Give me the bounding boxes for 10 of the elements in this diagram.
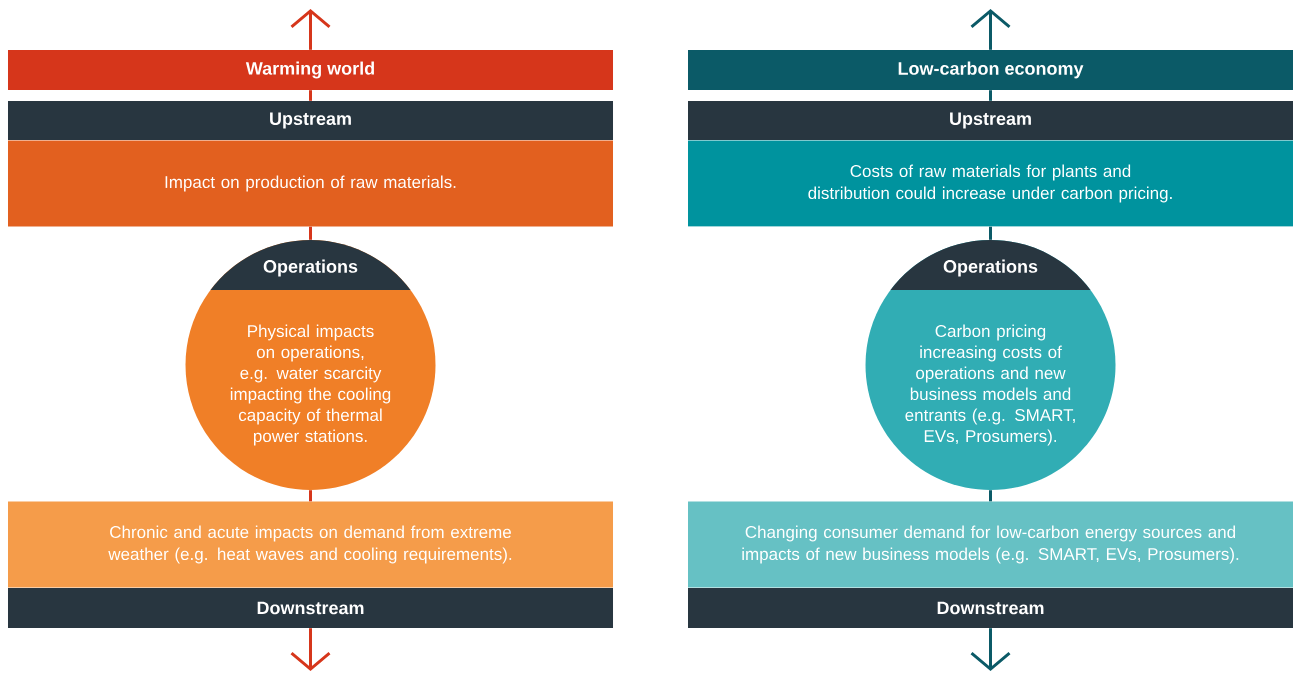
title-band: Low-carbon economy [688, 50, 1293, 90]
stage-box: Costs of raw materials for plants and distribution could increase under carbon pricing. [688, 140, 1293, 227]
stage-band: Upstream [8, 101, 613, 140]
stage-band: Downstream [8, 588, 613, 628]
stage-band: Downstream [688, 588, 1293, 628]
title-band: Warming world [8, 50, 613, 90]
stage-band: Upstream [688, 101, 1293, 140]
stage-box: Chronic and acute impacts on demand from extreme weather (e.g. heat waves and cooling requirements). [8, 501, 613, 588]
stage-box: Changing consumer demand for low-carbon energy sources and impacts of new business models (e.g. SMART, EVs, Prosumers). [688, 501, 1293, 588]
stage-box: Impact on production of raw materials. [8, 140, 613, 227]
